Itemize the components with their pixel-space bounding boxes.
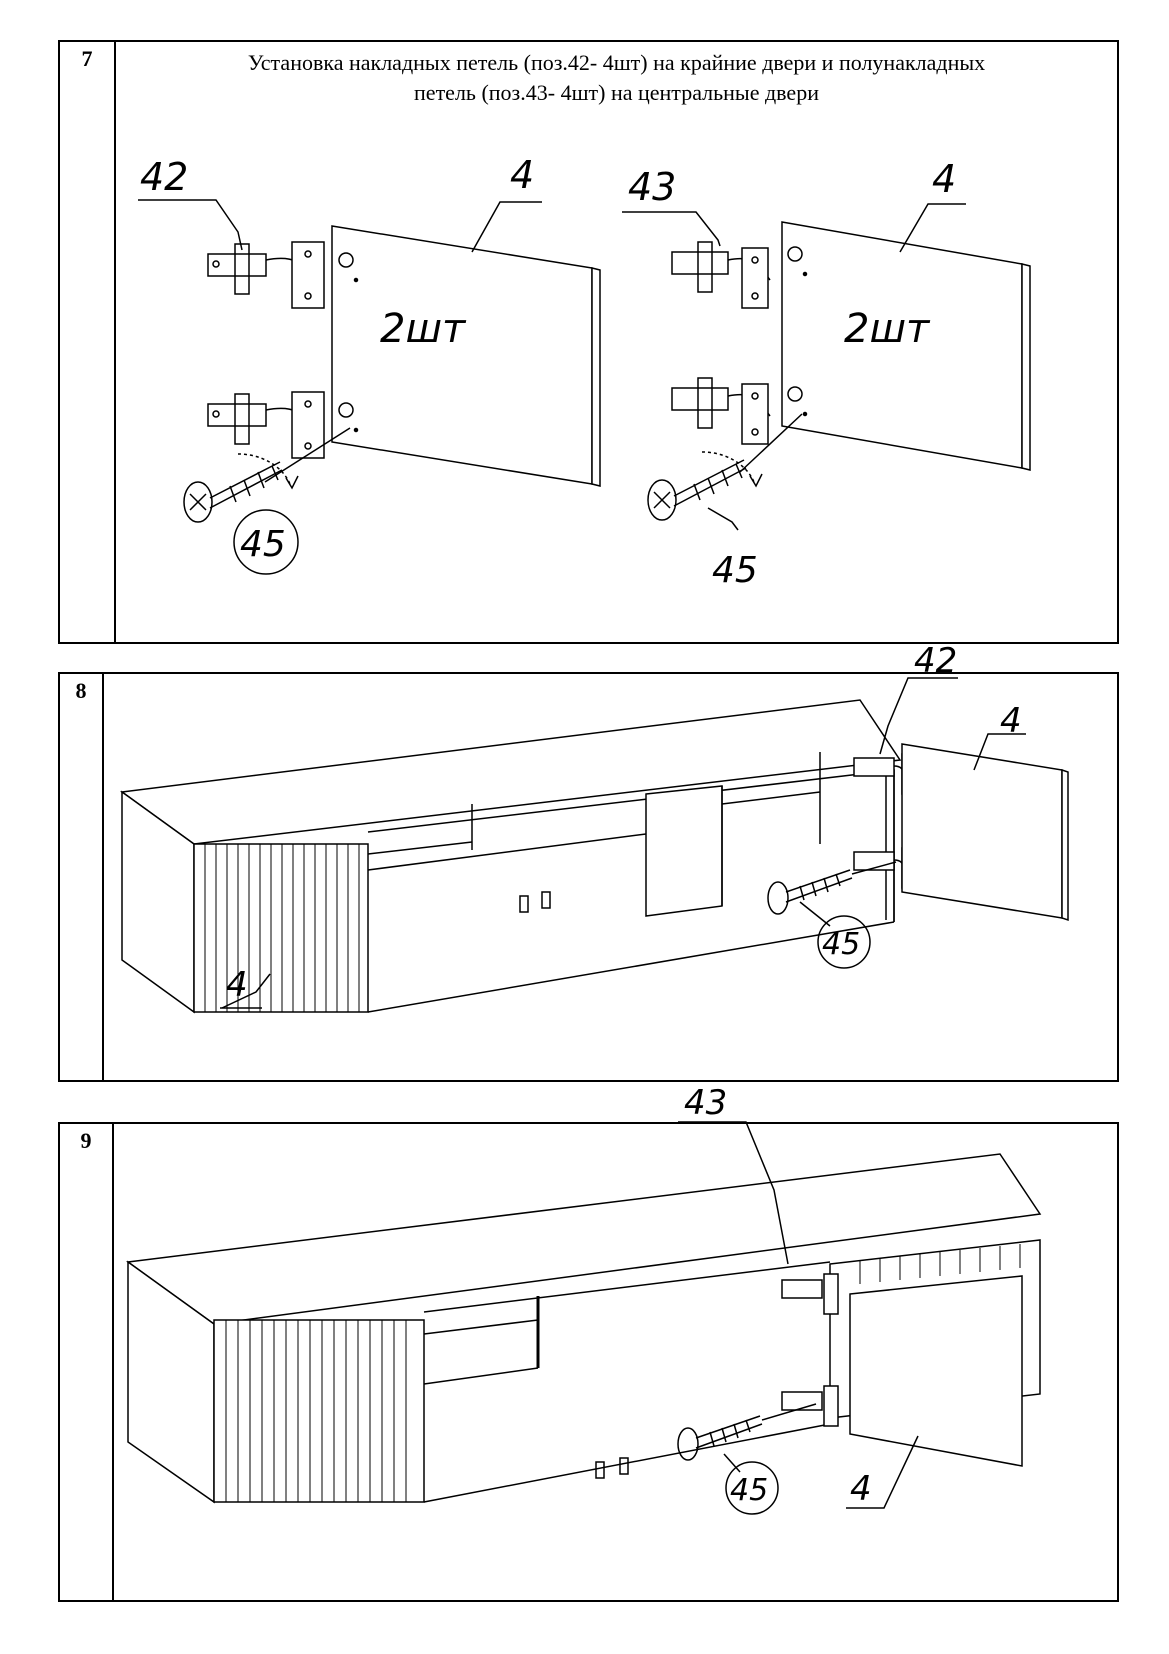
step-number: 7 [81,46,93,71]
step-7-drawing: 42 4 2шт 45 [138,153,1031,591]
cabinet-assembly [120,677,1069,1014]
cabinet-assembly [126,1121,1042,1509]
front-door-fluted [193,843,369,1013]
label-45: 45 [712,550,758,591]
label-43: 43 [684,1083,727,1123]
step-number-column: 8 [60,674,104,1080]
label-45: 45 [730,1473,768,1508]
label-door-4: 4 [510,153,534,197]
label-qty: 2шт [844,306,931,352]
step-number-column: 7 [60,42,116,642]
label-door-4: 4 [850,1469,872,1509]
step-number: 8 [75,678,87,703]
step-9-drawing: 43 4 45 [126,1083,1042,1515]
hinge-install-left [138,199,601,523]
step-title-line-2: петель (поз.43- 4шт) на центральные двер… [414,80,819,105]
hinge-43-top [781,1273,839,1315]
label-42: 42 [914,641,957,681]
step-7-panel: 7 Установка накладных петель (поз.42- 4ш… [58,40,1119,644]
label-43: 43 [628,165,676,209]
label-door-4: 4 [932,157,956,201]
hinge-43-bottom [671,377,771,445]
door-panel [331,225,593,485]
front-door-fluted [213,1319,425,1503]
hinge-install-right [622,203,1031,531]
open-door [901,743,1063,919]
open-door [849,1275,1023,1467]
step-title-line-1: Установка накладных петель (поз.42- 4шт)… [247,50,986,75]
label-door-4: 4 [1000,701,1022,741]
label-qty: 2шт [380,306,467,352]
label-45: 45 [240,524,286,565]
screw-45 [767,861,897,915]
step-8-drawing: 42 4 4 45 [120,641,1069,1014]
label-front-4: 4 [226,965,248,1005]
hinge-43-top [671,241,771,309]
screw-45 [183,453,299,523]
step-8-panel: 8 [58,641,1119,1082]
hinge-42-top [207,241,325,309]
screw-45 [647,451,763,521]
hinge-42-bottom [207,391,325,459]
step-9-panel: 9 [58,1083,1119,1602]
label-42: 42 [140,155,188,199]
screw-45 [677,1403,817,1461]
step-number: 9 [80,1128,92,1153]
step-number-column: 9 [60,1124,114,1600]
hinge-43-bottom [781,1385,839,1427]
label-45: 45 [822,927,860,962]
